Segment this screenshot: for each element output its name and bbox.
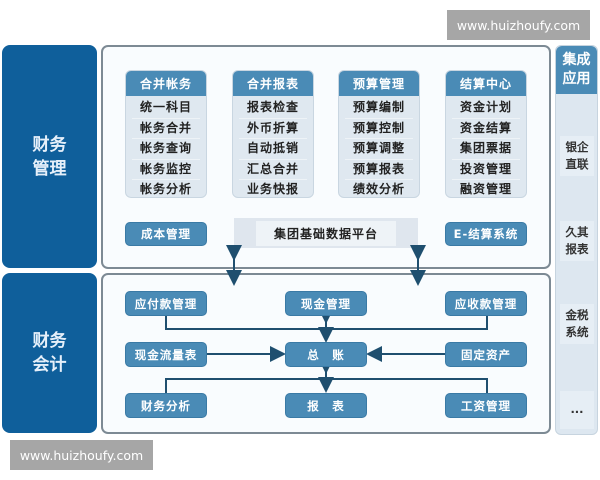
label-line: 财务	[32, 134, 67, 155]
module-item[interactable]: 帐务合并	[132, 119, 200, 139]
module-item[interactable]: 资金计划	[452, 98, 520, 119]
module-card-consolidated-reports: 合并报表 报表检查 外币折算 自动抵销 汇总合并 业务快报	[232, 70, 314, 198]
module-title: 结算中心	[446, 71, 526, 96]
label-line: 管理	[32, 158, 67, 179]
payable-box[interactable]: 应付款管理	[125, 291, 207, 316]
module-item[interactable]: 帐务查询	[132, 139, 200, 160]
module-item[interactable]: 预算调整	[345, 139, 413, 160]
label-line: 会计	[32, 355, 67, 375]
item-line: 久其	[565, 225, 589, 239]
module-item[interactable]: 自动抵销	[239, 139, 307, 160]
module-card-settlement-center: 结算中心 资金计划 资金结算 集团票据 投资管理 融资管理	[445, 70, 527, 198]
module-item[interactable]: 融资管理	[452, 180, 520, 197]
integration-item-jiuqi[interactable]: 久其 报表	[560, 221, 594, 261]
module-item[interactable]: 集团票据	[452, 139, 520, 160]
cash-management-box[interactable]: 现金管理	[285, 291, 367, 316]
general-ledger-box[interactable]: 总 账	[285, 342, 367, 367]
integration-title: 集成 应用	[556, 46, 597, 94]
reports-box[interactable]: 报 表	[285, 393, 367, 418]
label-line: 财务	[32, 331, 67, 351]
cashflow-statement-box[interactable]: 现金流量表	[125, 342, 207, 367]
integration-column: 集成 应用 银企 直联 久其 报表 金税 系统 ...	[555, 45, 598, 435]
section-label-management: 财务管理	[2, 45, 97, 268]
module-item[interactable]: 统一科目	[132, 98, 200, 119]
item-line: 系统	[565, 325, 589, 339]
receivable-box[interactable]: 应收款管理	[445, 291, 527, 316]
module-item[interactable]: 绩效分析	[345, 180, 413, 197]
data-platform-label: 集团基础数据平台	[255, 220, 396, 246]
section-label-accounting: 财务会计	[2, 273, 97, 433]
e-settlement-box[interactable]: E-结算系统	[445, 222, 527, 246]
module-item[interactable]: 报表检查	[239, 98, 307, 119]
fixed-assets-box[interactable]: 固定资产	[445, 342, 527, 367]
title-line: 集成	[562, 52, 591, 68]
module-item[interactable]: 预算编制	[345, 98, 413, 119]
module-item[interactable]: 资金结算	[452, 119, 520, 139]
module-item[interactable]: 投资管理	[452, 160, 520, 180]
module-title: 合并报表	[233, 71, 313, 96]
financial-analysis-box[interactable]: 财务分析	[125, 393, 207, 418]
item-line: 报表	[565, 242, 589, 256]
item-line: 银企	[565, 140, 589, 154]
watermark-text: www.huizhoufy.com	[19, 447, 144, 463]
item-line: 直联	[565, 157, 589, 171]
module-title: 合并帐务	[126, 71, 206, 96]
module-title: 预算管理	[339, 71, 419, 96]
integration-item-more[interactable]: ...	[560, 391, 594, 429]
integration-item-tax[interactable]: 金税 系统	[560, 304, 594, 344]
integration-item-bank[interactable]: 银企 直联	[560, 136, 594, 176]
module-item[interactable]: 预算报表	[345, 160, 413, 180]
cost-management-box[interactable]: 成本管理	[125, 222, 207, 246]
item-line: 金税	[565, 308, 589, 322]
module-card-consolidated-accounts: 合并帐务 统一科目 帐务合并 帐务查询 帐务监控 帐务分析	[125, 70, 207, 198]
payroll-box[interactable]: 工资管理	[445, 393, 527, 418]
watermark-top: www.huizhoufy.com	[447, 10, 590, 40]
module-item[interactable]: 帐务分析	[132, 180, 200, 197]
module-item[interactable]: 汇总合并	[239, 160, 307, 180]
module-card-budget: 预算管理 预算编制 预算控制 预算调整 预算报表 绩效分析	[338, 70, 420, 198]
data-platform-box[interactable]: 集团基础数据平台	[234, 218, 418, 248]
module-item[interactable]: 业务快报	[239, 180, 307, 197]
watermark-bottom: www.huizhoufy.com	[10, 440, 153, 470]
title-line: 应用	[562, 71, 591, 87]
module-item[interactable]: 外币折算	[239, 119, 307, 139]
module-item[interactable]: 预算控制	[345, 119, 413, 139]
watermark-text: www.huizhoufy.com	[456, 17, 581, 33]
module-item[interactable]: 帐务监控	[132, 160, 200, 180]
item-line: ...	[570, 402, 584, 416]
